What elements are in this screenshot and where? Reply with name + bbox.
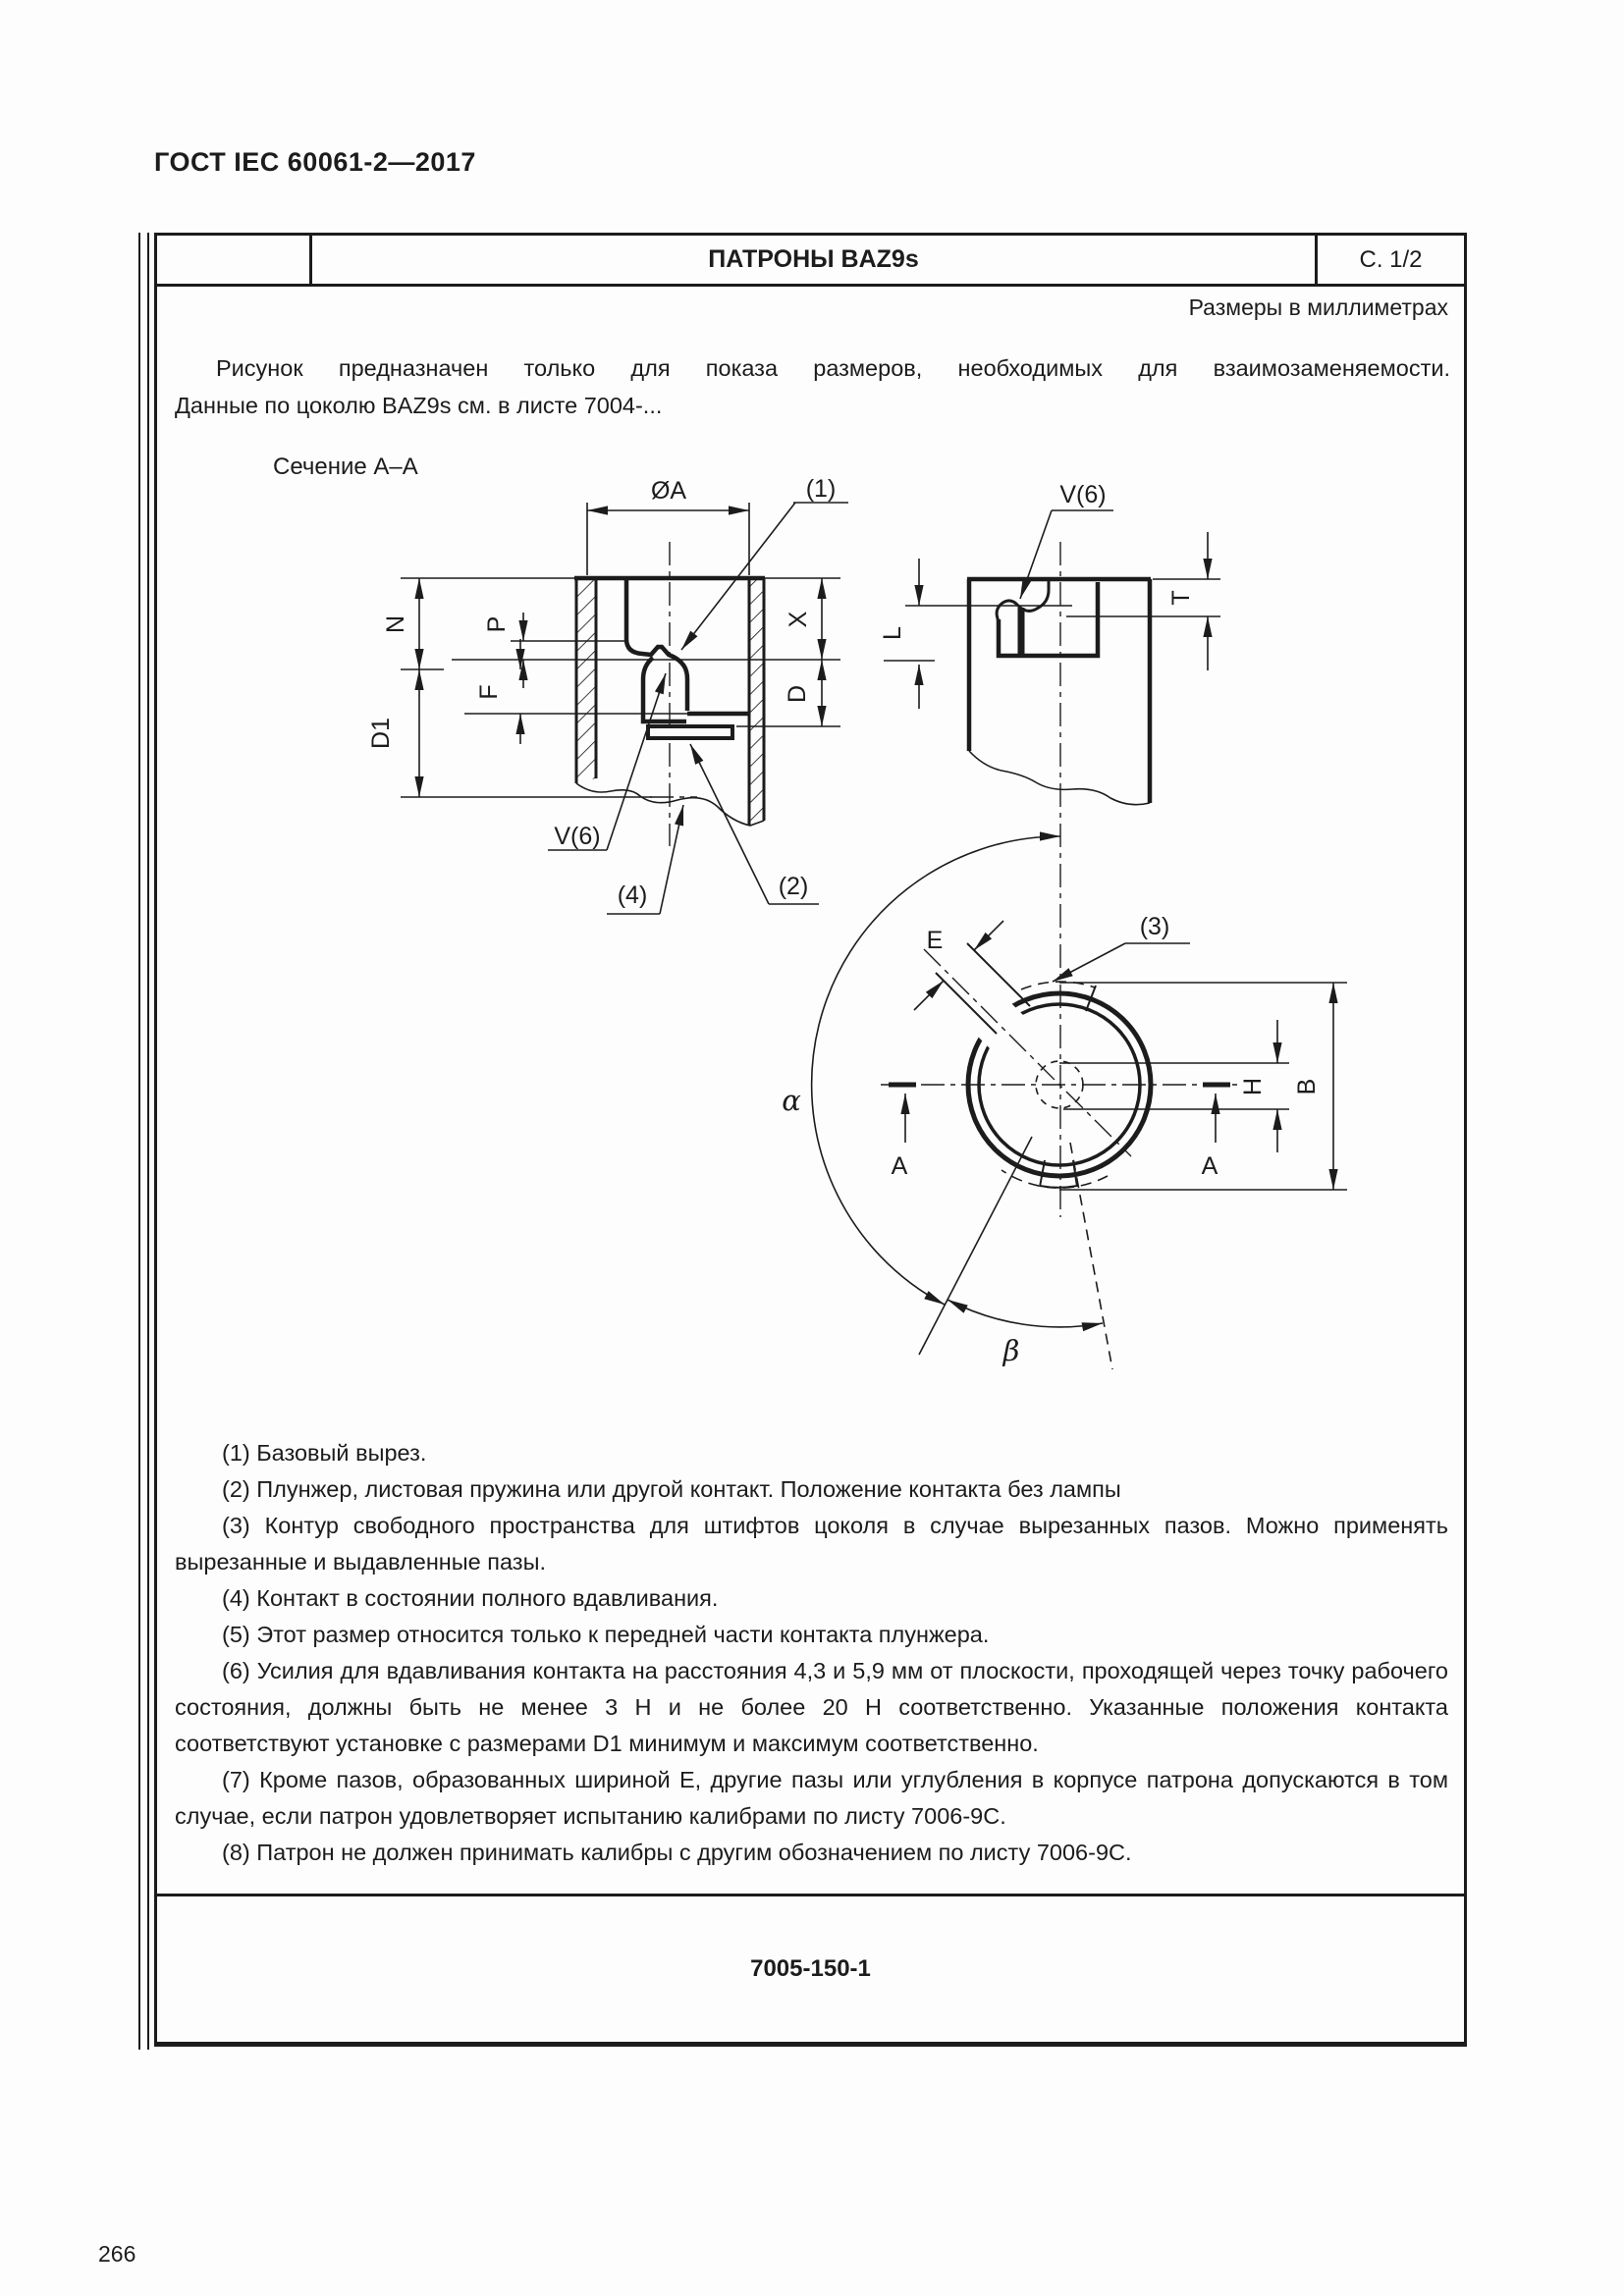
ref-label-1: (1) [806,475,837,503]
sheet-number: 7005-150-1 [157,1894,1464,2042]
dim-label-X: X [785,611,812,627]
section-mark-a-left: A [892,1152,908,1180]
dim-label-B: B [1293,1079,1321,1095]
note-item: (4) Контакт в состоянии полного вдавлива… [222,1585,719,1611]
ref-label-3: (3) [1140,913,1170,940]
intro-paragraph: Рисунок предназначен только для показа р… [175,349,1450,424]
dim-label-D: D [784,685,811,703]
dim-label-H: H [1239,1078,1267,1095]
note-item: (5) Этот размер относится только к перед… [222,1622,990,1647]
sheet-header-row: ПАТРОНЫ BAZ9s С. 1/2 [157,236,1464,287]
angle-label-beta: β [1002,1334,1020,1367]
sheet-frame: ПАТРОНЫ BAZ9s С. 1/2 Размеры в миллиметр… [154,233,1467,2047]
notes-block: (1) Базовый вырез. (2) Плунжер, листовая… [175,1435,1448,1871]
intro-line-2: Данные по цоколю BAZ9s см. в листе 7004-… [175,393,663,418]
sheet-page-marker: С. 1/2 [1315,236,1464,284]
page-number: 266 [98,2241,136,2267]
header-corner-cell [157,236,312,284]
note-item: (1) Базовый вырез. [222,1440,427,1466]
note-item: (2) Плунжер, листовая пружина или другой… [222,1476,1121,1502]
dim-label-E: E [927,927,944,954]
angle-label-alpha: α [782,1084,801,1117]
binding-rule-inner [147,233,149,2050]
sheet-title: ПАТРОНЫ BAZ9s [708,245,919,273]
plan-view-circle: E (3) H B A A [782,542,1347,1370]
section-label: Сечение А–А [273,454,418,480]
ref-label-4: (4) [618,881,648,909]
section-view-left: ØA N P F D1 X D (1) V(6) (4 [367,475,848,915]
dim-label-N: N [382,615,409,633]
binding-rule-outer [138,233,140,2050]
ref-label-2: (2) [779,873,809,900]
dim-label-P: P [483,616,511,633]
section-mark-a-right: A [1202,1152,1218,1180]
dim-label-D1: D1 [367,718,395,749]
dim-label-diaA: ØA [651,477,686,505]
ref-label-v6-left: V(6) [554,823,600,850]
note-item: (3) Контур свободного пространства для ш… [175,1513,1448,1575]
note-item: (6) Усилия для вдавливания контакта на р… [175,1658,1448,1756]
standard-reference: ГОСТ IEC 60061-2—2017 [154,147,476,177]
note-item: (7) Кроме пазов, образованных шириной Е,… [175,1767,1448,1829]
dim-label-F: F [475,684,503,699]
dim-label-T: T [1167,590,1195,605]
note-item: (8) Патрон не должен принимать калибры с… [222,1840,1132,1865]
ref-label-v6-right: V(6) [1059,481,1106,508]
units-note: Размеры в миллиметрах [1188,294,1448,320]
technical-drawing: ØA N P F D1 X D (1) V(6) (4 [367,475,1347,1370]
intro-line-1: Рисунок предназначен только для показа р… [216,355,1450,381]
dim-label-L: L [879,626,906,640]
side-view-right: L T V(6) [879,481,1220,806]
